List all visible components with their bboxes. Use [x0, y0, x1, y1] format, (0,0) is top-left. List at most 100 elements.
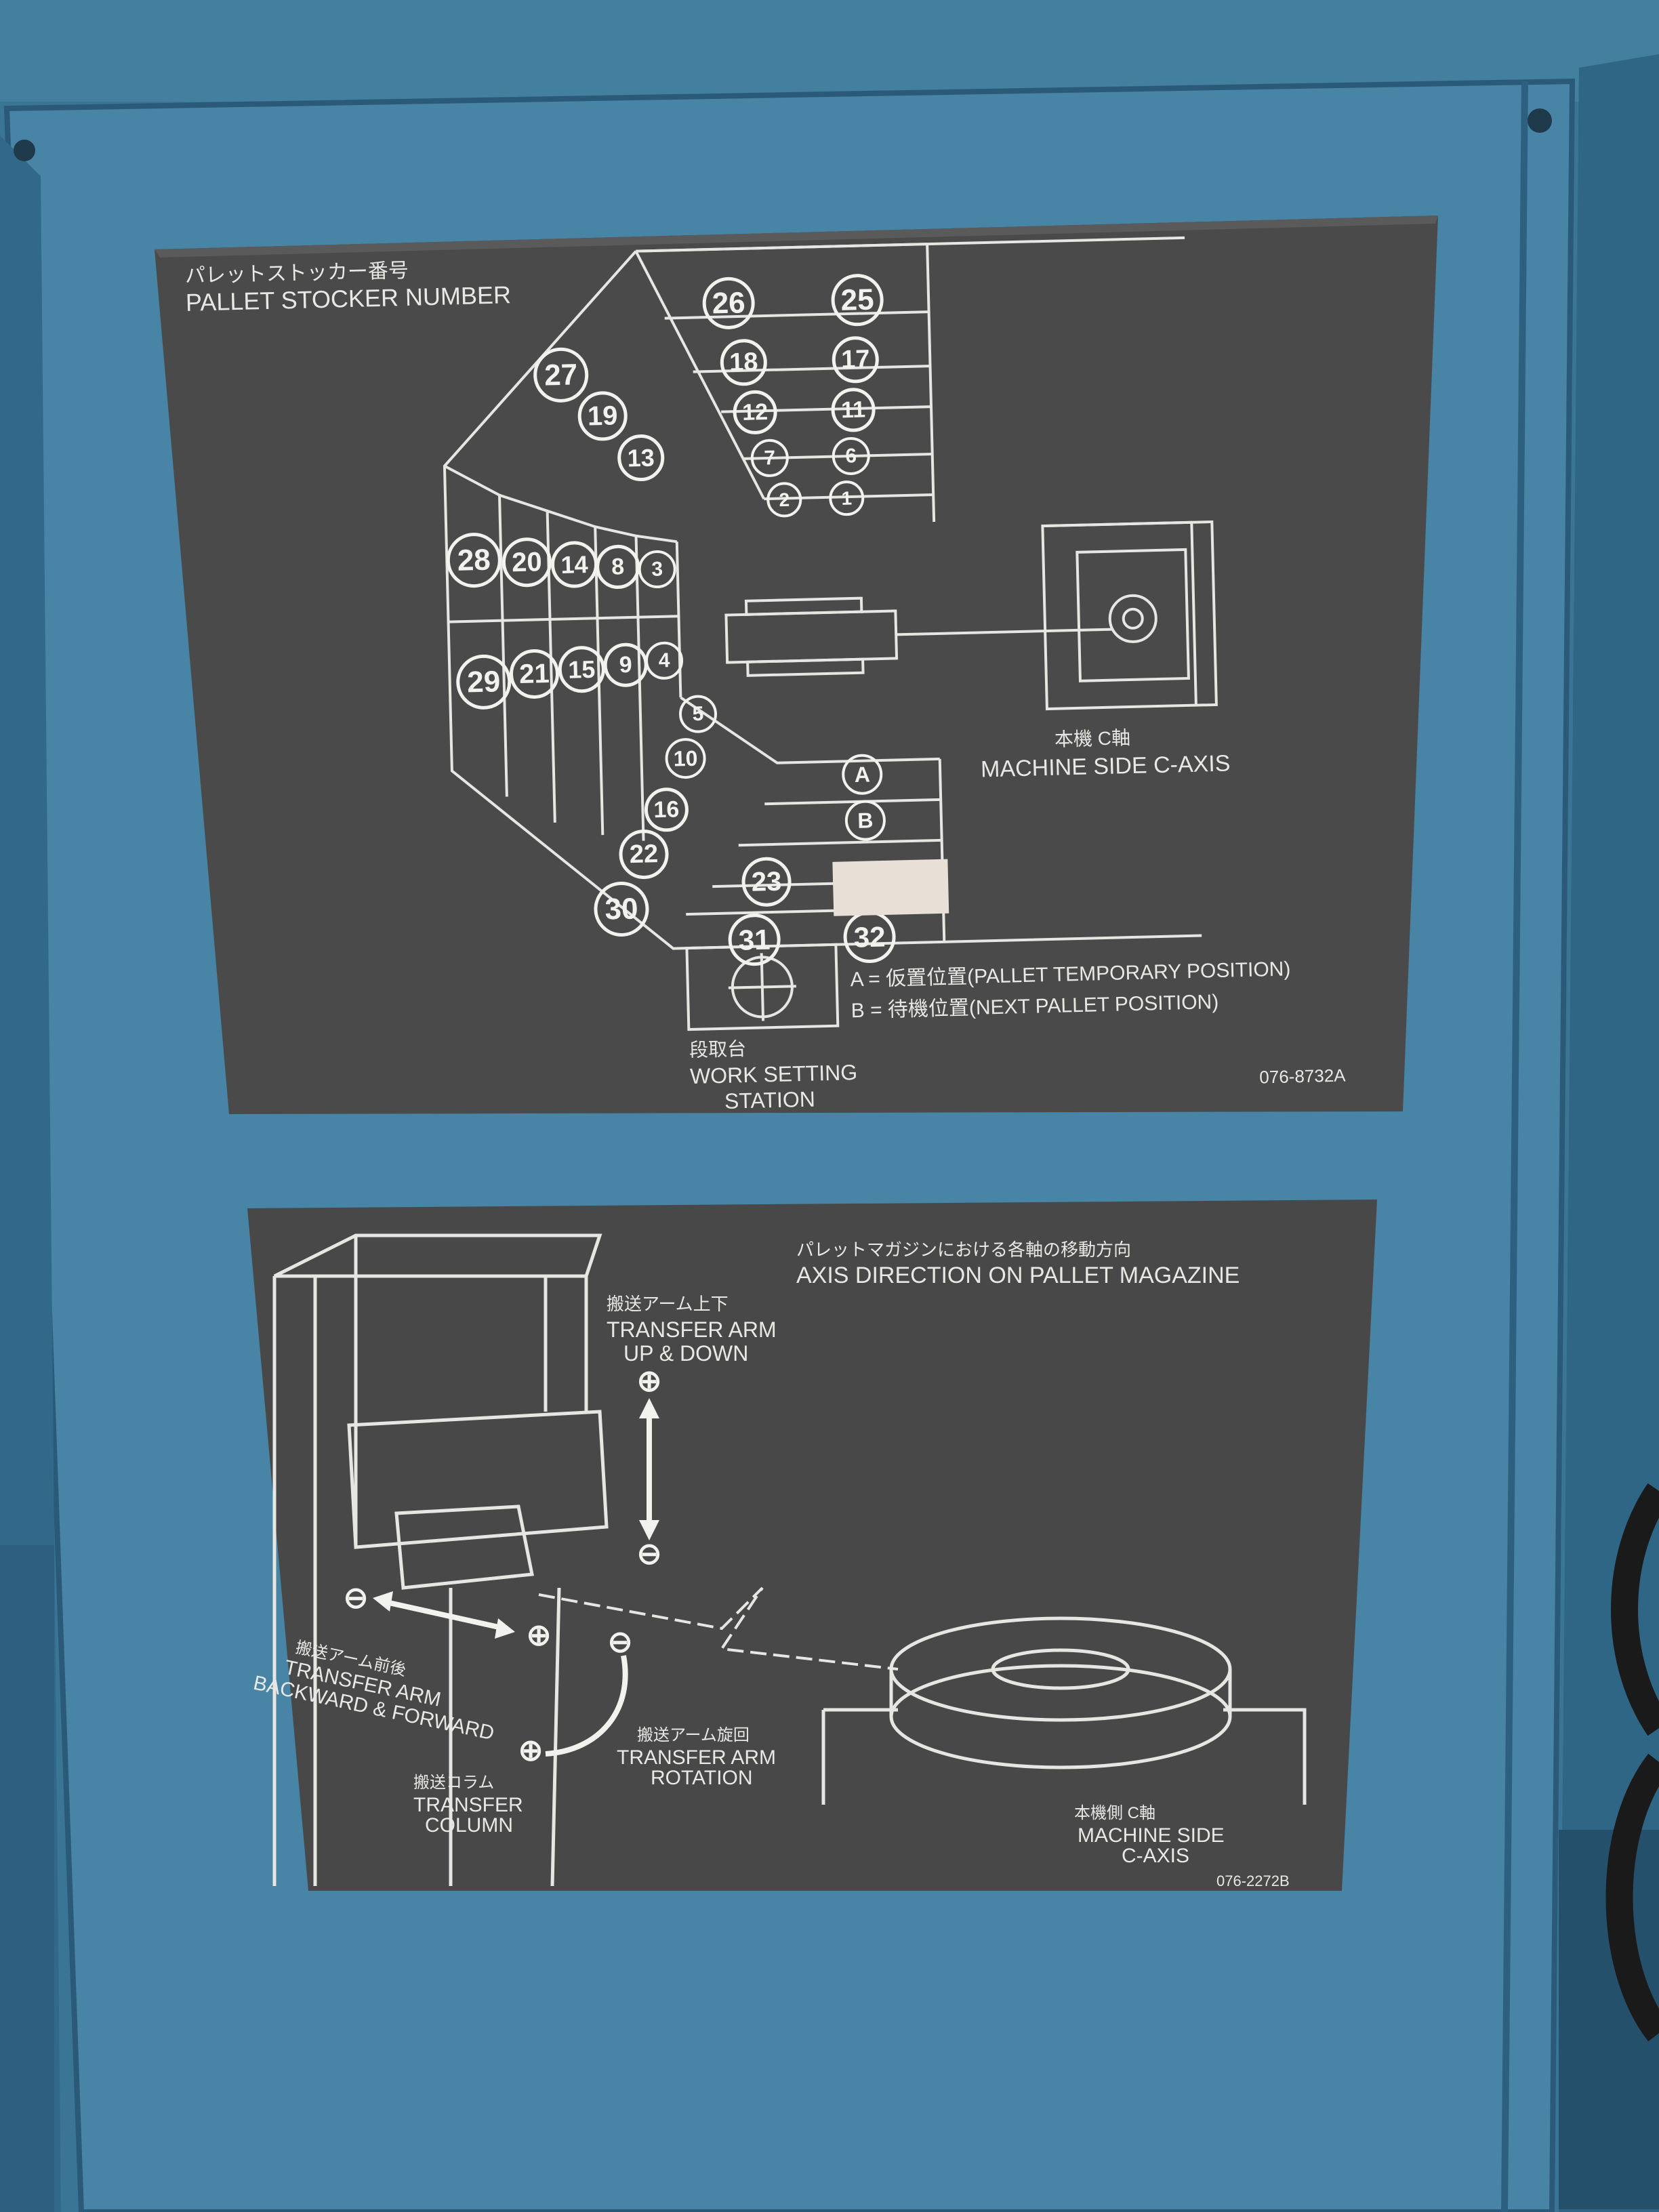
pallet-position-5: 5 [678, 695, 717, 733]
pallet-position-11: 11 [831, 388, 876, 432]
rot-label-en-2: ROTATION [651, 1767, 753, 1789]
screw-icon [1528, 108, 1552, 133]
top-plate-part-number: 076-8732A [1259, 1065, 1347, 1087]
pallet-position-1: 1 [829, 480, 865, 516]
svg-text:18: 18 [729, 348, 758, 377]
top-plate-edge [155, 216, 1438, 258]
bottom-plate: パレットマガジンにおける各軸の移動方向 AXIS DIRECTION ON PA… [247, 1200, 1377, 1891]
pallet-position-28: 28 [446, 533, 501, 588]
axis-direction-title-jp: パレットマガジンにおける各軸の移動方向 [796, 1240, 1131, 1260]
svg-text:10: 10 [673, 746, 697, 771]
svg-text:1: 1 [841, 487, 852, 508]
machine-side-label-en: MACHINE SIDE C-AXIS [981, 750, 1231, 782]
work-station-label-en-2: STATION [724, 1087, 816, 1113]
pallet-position-17: 17 [832, 336, 879, 384]
svg-text:29: 29 [467, 665, 501, 699]
svg-text:B: B [857, 808, 874, 833]
top-plate-background [155, 216, 1438, 1114]
machine-c-axis-label-en-2: C-AXIS [1122, 1845, 1189, 1867]
svg-text:22: 22 [629, 840, 658, 869]
transfer-column-drawing [272, 1233, 609, 1887]
bottom-plate-part-number: 076-2272B [1216, 1872, 1290, 1889]
machine-c-axis-label-jp: 本機側 C軸 [1074, 1804, 1155, 1822]
svg-text:25: 25 [840, 283, 874, 317]
svg-text:27: 27 [544, 358, 578, 392]
transfer-path-line [538, 1586, 899, 1671]
pallet-position-12: 12 [733, 390, 777, 434]
svg-text:5: 5 [692, 703, 703, 725]
column-label-jp: 搬送コラム [413, 1774, 494, 1792]
svg-text:30: 30 [605, 892, 638, 926]
svg-text:16: 16 [653, 796, 680, 823]
svg-text:A: A [854, 762, 870, 787]
svg-text:23: 23 [751, 867, 782, 897]
fb-plus-icon: ⊕ [527, 1619, 552, 1652]
pallet-position-14: 14 [551, 541, 598, 588]
pallet-position-29: 29 [456, 654, 512, 710]
pallet-position-3: 3 [638, 550, 676, 589]
pallet-position-27: 27 [533, 347, 589, 403]
svg-text:7: 7 [764, 447, 775, 469]
svg-text:31: 31 [738, 924, 771, 956]
pallet-stocker-title-jp: パレットストッカー番号 [185, 260, 409, 287]
column-label-en-1: TRANSFER [413, 1794, 523, 1816]
cable-loop-2 [1605, 1753, 1659, 2042]
pallet-position-15: 15 [558, 646, 605, 693]
updown-minus-icon: ⊖ [637, 1538, 662, 1571]
svg-text:8: 8 [611, 554, 625, 579]
pallet-position-30: 30 [594, 881, 649, 937]
rot-label-jp: 搬送アーム旋回 [637, 1726, 750, 1744]
cable-loop [1611, 1483, 1659, 1736]
machine-table-drawing [821, 1616, 1307, 1805]
pallet-position-25: 25 [831, 274, 884, 327]
svg-text:3: 3 [651, 558, 663, 580]
machine-c-axis-label-en-1: MACHINE SIDE [1078, 1824, 1225, 1847]
updown-label-en-2: UP & DOWN [623, 1341, 748, 1366]
pallet-position-32: 32 [843, 911, 896, 964]
rot-plus-icon: ⊕ [518, 1734, 544, 1767]
rotation-arrow-icon [545, 1655, 628, 1757]
pallet-position-a: A [842, 754, 883, 795]
pallet-position-13: 13 [617, 434, 665, 482]
svg-text:11: 11 [841, 396, 866, 423]
work-station-label-jp: 段取台 [689, 1038, 747, 1061]
left-lower-part [0, 1545, 54, 2212]
rot-minus-icon: ⊖ [608, 1626, 633, 1659]
svg-text:2: 2 [779, 489, 790, 510]
work-station-label-en-1: WORK SETTING [690, 1060, 858, 1088]
pallet-position-4: 4 [645, 641, 684, 680]
svg-text:19: 19 [587, 401, 618, 431]
machine-side-label-jp: 本機 C軸 [1054, 727, 1131, 750]
svg-text:32: 32 [853, 920, 886, 953]
pallet-position-b: B [844, 800, 886, 841]
svg-text:21: 21 [519, 659, 550, 689]
column-label-en-2: COLUMN [425, 1814, 513, 1837]
pallet-position-markers: 26 25 18 17 12 11 7 6 2 1 27 19 13 28 20… [446, 274, 896, 966]
rot-label-en-1: TRANSFER ARM [617, 1746, 776, 1769]
pallet-position-6: 6 [832, 436, 870, 475]
svg-text:6: 6 [845, 445, 857, 467]
pallet-position-23: 23 [741, 857, 792, 907]
door-gap [1501, 81, 1528, 2212]
updown-plus-icon: ⊕ [637, 1365, 662, 1398]
svg-text:9: 9 [619, 652, 632, 678]
pallet-position-7: 7 [750, 438, 789, 477]
pallet-position-18: 18 [720, 339, 767, 386]
masking-label-patch [832, 859, 949, 916]
top-plate: パレットストッカー番号 PALLET STOCKER NUMBER [155, 216, 1438, 1114]
axis-direction-title-en: AXIS DIRECTION ON PALLET MAGAZINE [796, 1263, 1240, 1288]
svg-text:28: 28 [457, 544, 491, 577]
pallet-position-21: 21 [509, 649, 559, 699]
svg-text:26: 26 [712, 286, 745, 320]
updown-label-en-1: TRANSFER ARM [607, 1317, 777, 1342]
updown-label-jp: 搬送アーム上下 [607, 1294, 729, 1314]
up-down-arrow-icon [639, 1398, 659, 1540]
pallet-position-10: 10 [665, 738, 706, 779]
svg-text:13: 13 [627, 444, 655, 472]
svg-text:15: 15 [568, 655, 596, 684]
pallet-position-19: 19 [577, 391, 628, 441]
fb-minus-icon: ⊖ [344, 1582, 369, 1615]
svg-text:14: 14 [560, 550, 588, 579]
svg-text:17: 17 [841, 345, 870, 374]
pallet-position-22: 22 [619, 830, 669, 880]
